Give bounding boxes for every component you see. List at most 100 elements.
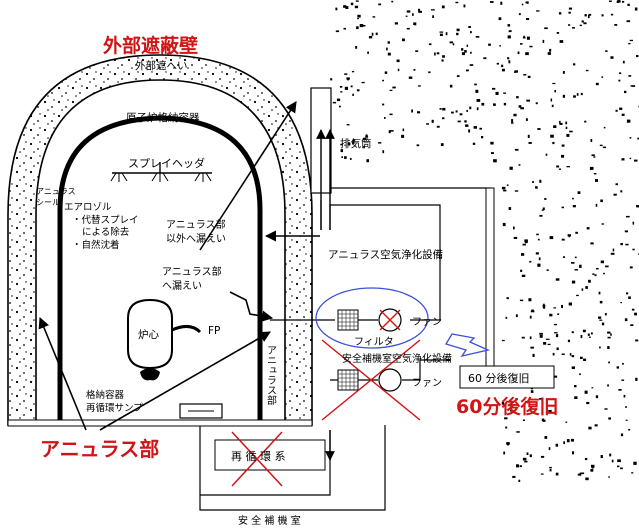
- cloud-speck: [384, 71, 388, 74]
- cloud-speck: [601, 14, 604, 17]
- cloud-speck: [595, 395, 599, 399]
- cloud-speck: [378, 142, 382, 144]
- cloud-speck: [593, 156, 596, 158]
- cloud-speck: [371, 32, 374, 36]
- recirc-system-cross: [231, 431, 283, 487]
- cloud-speck: [537, 128, 541, 130]
- cloud-speck: [561, 304, 563, 308]
- cloud-speck: [617, 459, 621, 463]
- core-label: 炉心: [138, 329, 159, 341]
- cloud-speck: [390, 130, 394, 132]
- cloud-speck: [616, 366, 619, 369]
- cloud-speck: [330, 78, 333, 81]
- cloud-speck: [542, 39, 545, 43]
- cloud-speck: [561, 238, 565, 241]
- cloud-speck: [346, 124, 350, 126]
- cloud-speck: [536, 10, 540, 12]
- cloud-speck: [632, 221, 635, 225]
- leak-to-annulus-label: アニュラス部 へ漏えい: [162, 265, 225, 292]
- cloud-speck: [571, 280, 576, 284]
- cloud-speck: [581, 20, 584, 23]
- cloud-speck: [551, 104, 554, 108]
- cloud-speck: [405, 15, 408, 17]
- cloud-speck: [634, 312, 637, 316]
- cloud-speck: [415, 50, 419, 52]
- cloud-speck: [391, 0, 394, 3]
- cloud-speck: [571, 366, 575, 369]
- safety-aux-room-outline: [199, 425, 386, 511]
- cloud-speck: [481, 136, 484, 139]
- cloud-speck: [514, 71, 517, 73]
- cloud-speck: [506, 297, 509, 300]
- cloud-speck: [590, 139, 593, 142]
- cloud-speck: [418, 10, 422, 13]
- cloud-speck: [511, 122, 514, 124]
- cloud-speck: [622, 362, 624, 365]
- cloud-speck: [457, 120, 461, 123]
- cloud-speck: [599, 144, 603, 147]
- cloud-speck: [521, 253, 525, 256]
- cloud-speck: [476, 99, 481, 102]
- cloud-speck: [382, 150, 385, 154]
- cloud-speck: [439, 33, 443, 36]
- cloud-speck: [579, 24, 582, 27]
- cloud-speck: [573, 63, 576, 66]
- cloud-speck: [344, 156, 347, 159]
- cloud-speck: [518, 479, 521, 482]
- cloud-speck: [340, 149, 343, 153]
- cloud-speck: [561, 206, 564, 209]
- cloud-speck: [559, 120, 561, 124]
- cloud-speck: [519, 299, 524, 302]
- cloud-speck: [575, 231, 578, 234]
- cloud-speck: [621, 158, 625, 161]
- cloud-speck: [362, 25, 366, 27]
- cloud-speck: [630, 85, 633, 87]
- recovery-box: [459, 365, 555, 389]
- cloud-speck: [431, 119, 434, 123]
- cloud-speck: [483, 57, 487, 60]
- cloud-speck: [518, 105, 522, 108]
- cloud-speck: [589, 336, 591, 338]
- cloud-speck: [620, 190, 623, 193]
- cloud-speck: [436, 125, 440, 128]
- cloud-speck: [384, 117, 386, 119]
- cloud-speck: [545, 338, 550, 340]
- cloud-speck: [556, 165, 560, 168]
- cloud-speck: [543, 306, 546, 309]
- cloud-speck: [553, 125, 557, 128]
- cloud-speck: [538, 257, 541, 261]
- recovery-box-label: 60 分後復旧: [468, 371, 530, 385]
- cloud-speck: [418, 85, 421, 87]
- cloud-speck: [531, 309, 534, 312]
- cloud-speck: [539, 332, 543, 335]
- cloud-speck: [540, 455, 545, 458]
- cloud-speck: [351, 71, 355, 73]
- base-slab: [7, 419, 313, 427]
- cloud-speck: [571, 262, 575, 264]
- cloud-speck: [584, 14, 587, 17]
- cloud-speck: [601, 223, 604, 225]
- cloud-speck: [445, 32, 448, 36]
- cloud-speck: [417, 111, 421, 114]
- cloud-speck: [529, 454, 532, 458]
- filter-unit-2: [337, 369, 359, 391]
- annulus-pointer-left: [38, 316, 87, 431]
- cloud-speck: [574, 385, 577, 388]
- cloud-speck: [335, 30, 340, 33]
- cloud-speck: [493, 159, 497, 163]
- cloud-speck: [579, 472, 582, 476]
- cloud-speck: [356, 89, 360, 92]
- cloud-speck: [618, 79, 621, 82]
- cloud-speck: [513, 113, 517, 117]
- cloud-speck: [582, 329, 586, 333]
- cloud-speck: [608, 476, 610, 478]
- cloud-speck: [524, 241, 528, 244]
- cloud-speck: [340, 91, 343, 93]
- cloud-speck: [622, 0, 625, 3]
- cloud-speck: [599, 319, 603, 321]
- cloud-speck: [599, 346, 601, 349]
- cloud-speck: [568, 11, 571, 14]
- cloud-speck: [586, 401, 590, 405]
- cloud-speck: [350, 2, 354, 6]
- cloud-speck: [530, 390, 534, 393]
